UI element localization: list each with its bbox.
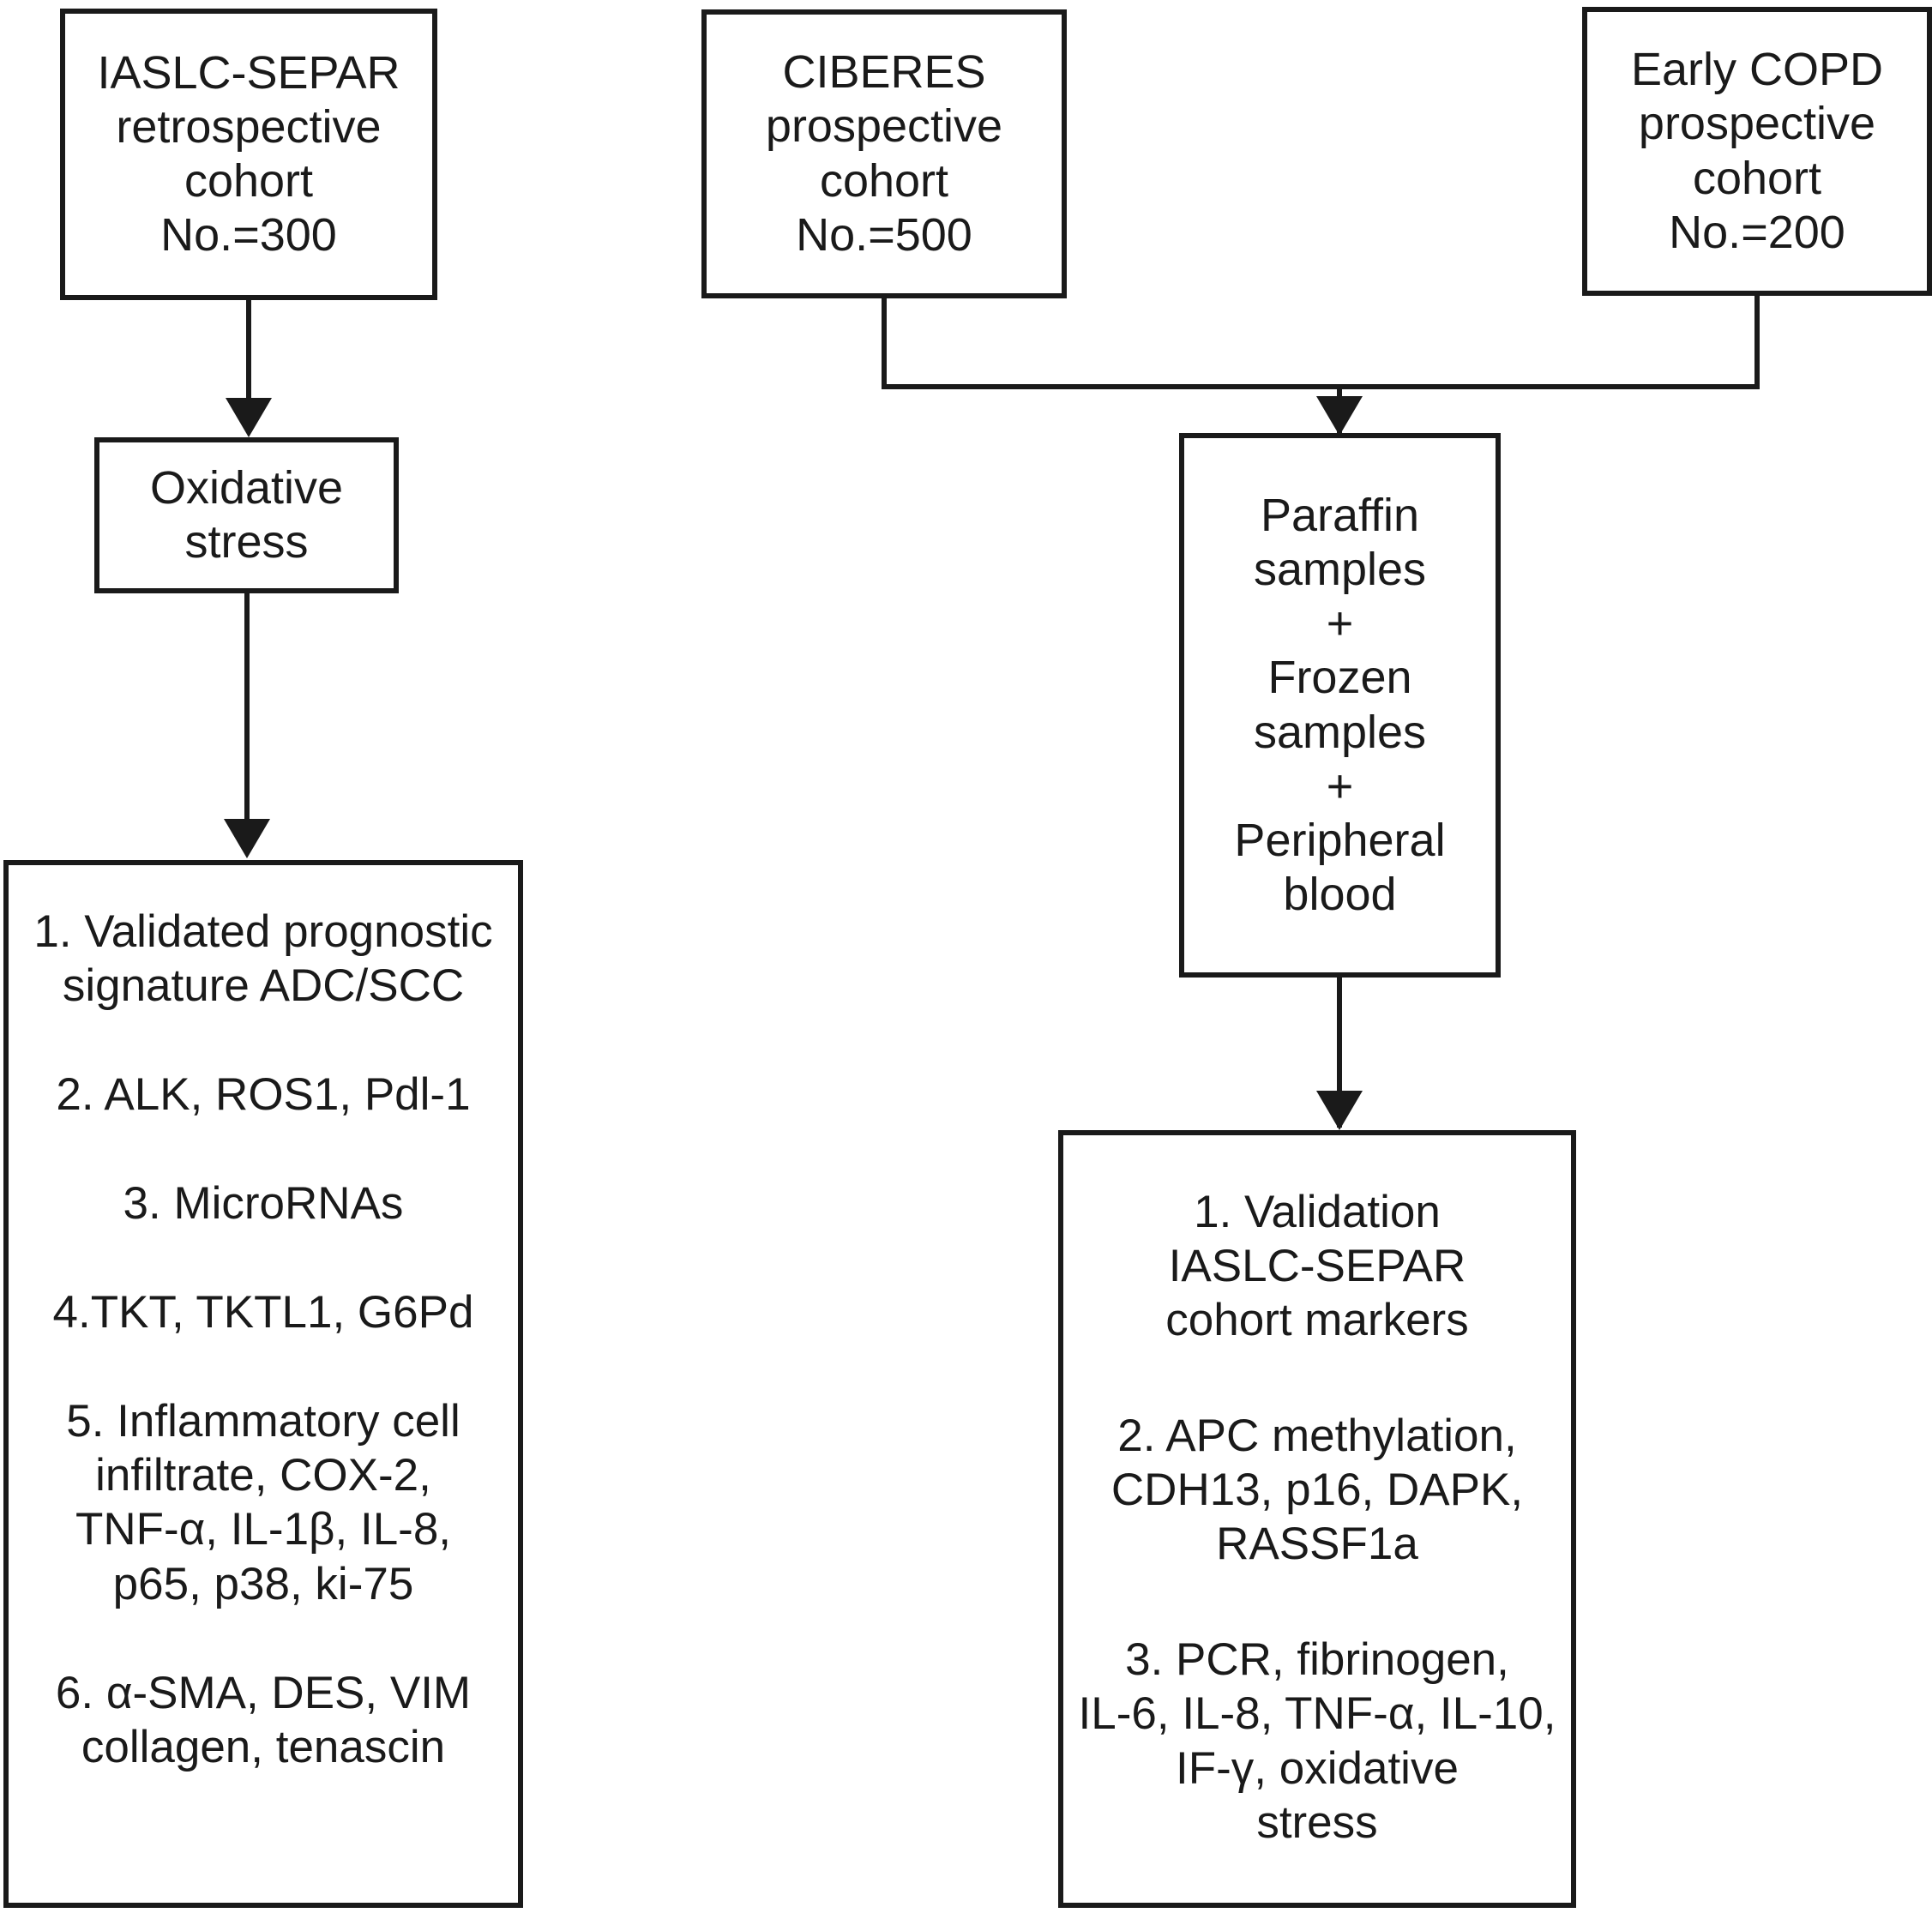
node-line: samples <box>1253 543 1427 595</box>
result-item: 1. Validated prognostic signature ADC/SC… <box>33 906 493 1012</box>
node-line: samples <box>1253 706 1427 758</box>
connector-early-copd-stub <box>1754 296 1760 388</box>
node-line: No.=200 <box>1669 206 1845 258</box>
node-line: No.=500 <box>796 208 972 261</box>
result-item: 2. ALK, ROS1, Pdl-1 <box>56 1069 471 1121</box>
node-line: Frozen <box>1267 652 1412 704</box>
connector-iaslc-to-oxidative <box>246 300 251 400</box>
result-item: 3. PCR, fibrinogen, IL-6, IL-8, TNF-α, I… <box>1078 1634 1556 1848</box>
node-ciberes-cohort: CIBERES prospective cohort No.=500 <box>701 9 1067 298</box>
arrowhead-icon <box>1316 396 1363 436</box>
node-line: blood <box>1283 869 1397 921</box>
node-line: No.=300 <box>160 209 337 262</box>
node-line: + <box>1326 760 1354 812</box>
node-right-results: 1. Validation IASLC-SEPAR cohort markers… <box>1058 1130 1576 1908</box>
node-line: IASLC-SEPAR <box>97 46 400 99</box>
arrowhead-icon <box>1316 1091 1363 1130</box>
node-line: stress <box>184 516 309 568</box>
node-line: cohort <box>1692 152 1822 204</box>
node-line: Oxidative <box>149 461 344 514</box>
result-item: 1. Validation IASLC-SEPAR cohort markers <box>1165 1187 1469 1346</box>
node-samples: Paraffin samples + Frozen samples + Peri… <box>1179 433 1501 978</box>
connector-samples-to-right-results <box>1337 978 1342 1128</box>
node-line: cohort <box>184 155 314 207</box>
node-line: cohort <box>819 154 949 207</box>
connector-merge-bar <box>882 384 1760 389</box>
node-line: CIBERES <box>782 46 986 99</box>
node-oxidative-stress: Oxidative stress <box>94 437 399 593</box>
connector-ciberes-stub <box>882 298 887 388</box>
result-item: 3. MicroRNAs <box>123 1178 404 1230</box>
node-line: Peripheral <box>1234 814 1446 866</box>
node-early-copd-cohort: Early COPD prospective cohort No.=200 <box>1582 7 1932 296</box>
node-line: retrospective <box>116 100 382 153</box>
node-left-results: 1. Validated prognostic signature ADC/SC… <box>3 860 523 1908</box>
result-item: 4.TKT, TKTL1, G6Pd <box>52 1287 474 1338</box>
connector-oxidative-to-left-results <box>244 593 250 821</box>
node-line: + <box>1326 598 1354 650</box>
node-line: Early COPD <box>1630 44 1884 96</box>
node-line: Paraffin <box>1260 489 1420 541</box>
arrowhead-icon <box>226 398 272 437</box>
result-item: 6. α-SMA, DES, VIM collagen, tenascin <box>55 1667 472 1772</box>
node-line: prospective <box>765 100 1003 153</box>
node-line: prospective <box>1638 98 1876 150</box>
result-item: 5. Inflammatory cell infiltrate, COX-2, … <box>66 1396 460 1609</box>
result-item: 2. APC methylation, CDH13, p16, DAPK, RA… <box>1110 1411 1524 1570</box>
arrowhead-icon <box>224 819 270 858</box>
node-iaslc-separ-cohort: IASLC-SEPAR retrospective cohort No.=300 <box>60 9 437 300</box>
